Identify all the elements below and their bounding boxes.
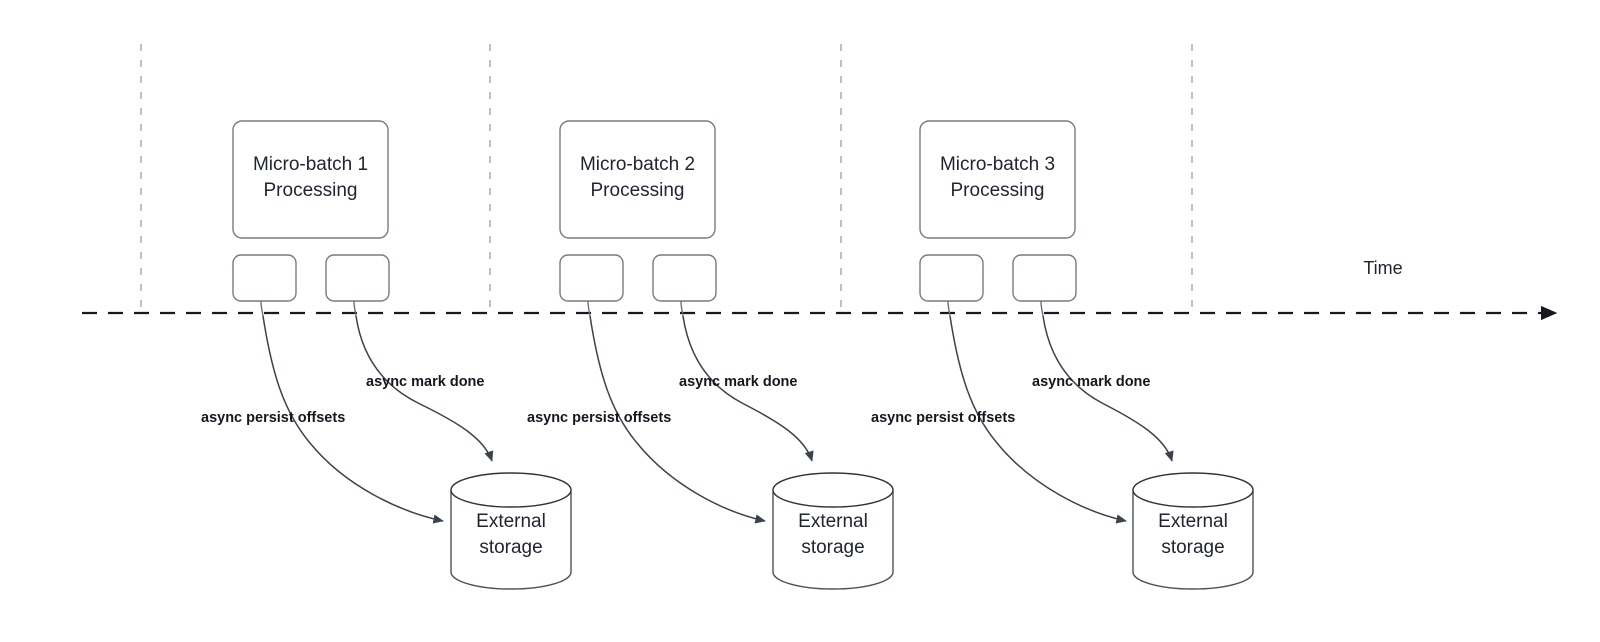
microbatch-3-title-line2: Processing	[951, 180, 1045, 201]
microbatch-2-storage-line2: storage	[801, 537, 864, 558]
microbatch-3-storage-line2: storage	[1161, 537, 1224, 558]
microbatch-3-stem-a	[947, 300, 951, 317]
microbatch-1-title-line1: Micro-batch 1	[253, 154, 368, 175]
microbatch-1-markdone-label: async mark done	[366, 374, 484, 390]
microbatch-3-markdone-label: async mark done	[1032, 374, 1150, 390]
microbatch-3-storage-body	[1132, 490, 1254, 590]
microbatch-2-stem-a	[587, 300, 591, 317]
time-axis-label: Time	[1363, 258, 1402, 278]
microbatch-1-task-a[interactable]	[232, 254, 297, 302]
microbatch-2-box[interactable]	[559, 120, 716, 239]
microbatch-2-persist-label: async persist offsets	[527, 410, 671, 426]
microbatch-3-stem-b	[1040, 300, 1044, 317]
microbatch-2-stem-b	[680, 300, 684, 317]
microbatch-2-persist-edge	[589, 315, 766, 524]
microbatch-1-storage-body	[450, 490, 572, 590]
microbatch-3-task-b[interactable]	[1012, 254, 1077, 302]
batch-group-2: Micro-batch 2 Processing async persist o…	[527, 120, 894, 590]
microbatch-1-stem-b	[353, 300, 357, 317]
microbatch-1-title-line2: Processing	[264, 180, 358, 201]
microbatch-2-task-b[interactable]	[652, 254, 717, 302]
microbatch-2-task-a[interactable]	[559, 254, 624, 302]
microbatch-3-persist-label: async persist offsets	[871, 410, 1015, 426]
microbatch-3-storage-line1: External	[1158, 511, 1228, 532]
batch-group-1: Micro-batch 1 Processing async persist o…	[201, 120, 572, 590]
microbatch-1-task-b[interactable]	[325, 254, 390, 302]
microbatch-3-box[interactable]	[919, 120, 1076, 239]
microbatch-1-box[interactable]	[232, 120, 389, 239]
microbatch-3-markdone-edge	[1042, 315, 1174, 462]
microbatch-1-storage-line2: storage	[479, 537, 542, 558]
microbatch-2-markdone-edge	[682, 315, 814, 462]
microbatch-3-storage-top	[1132, 472, 1254, 508]
microbatch-1-storage-top	[450, 472, 572, 508]
microbatch-2-storage-line1: External	[798, 511, 868, 532]
microbatch-2-title-line1: Micro-batch 2	[580, 154, 695, 175]
microbatch-2-storage-top	[772, 472, 894, 508]
microbatch-1-markdone-edge	[355, 315, 494, 462]
microbatch-1-persist-label: async persist offsets	[201, 410, 345, 426]
microbatch-2-markdone-label: async mark done	[679, 374, 797, 390]
microbatch-3-title-line1: Micro-batch 3	[940, 154, 1055, 175]
microbatch-3-task-a[interactable]	[919, 254, 984, 302]
microbatch-1-persist-edge	[262, 315, 444, 524]
microbatch-2-title-line2: Processing	[591, 180, 685, 201]
microbatch-1-stem-a	[260, 300, 264, 317]
batch-group-3: Micro-batch 3 Processing async persist o…	[871, 120, 1254, 590]
microbatch-3-persist-edge	[949, 315, 1127, 524]
microbatch-2-storage-body	[772, 490, 894, 590]
microbatch-1-storage-line1: External	[476, 511, 546, 532]
